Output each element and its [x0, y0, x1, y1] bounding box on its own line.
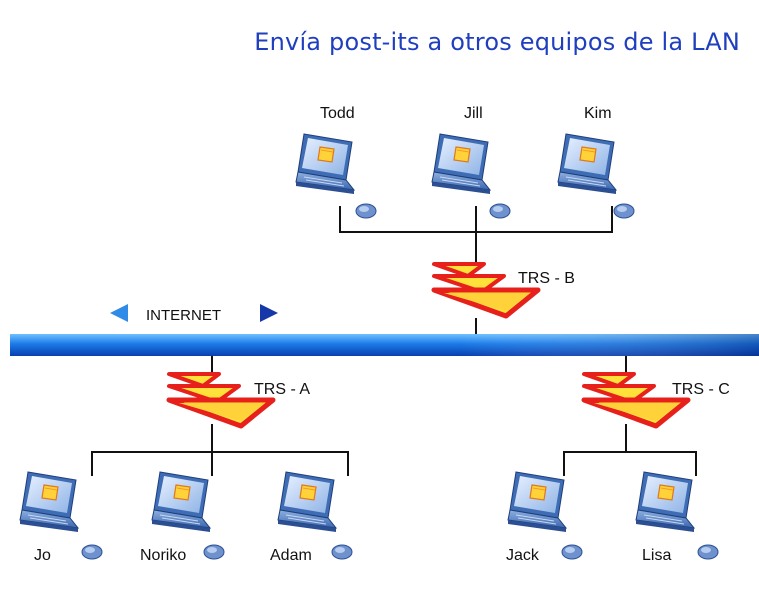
router-c-label: TRS - C [672, 381, 730, 398]
laptop-icon [277, 471, 337, 533]
computer-adam: Adam [270, 471, 353, 564]
laptop-icon [295, 133, 355, 195]
router-a-label: TRS - A [254, 381, 310, 398]
computer-label-jo: Jo [34, 547, 51, 564]
lan-a-bus [91, 451, 349, 476]
mouse-icon [613, 203, 635, 219]
mouse-icon [561, 544, 583, 560]
computer-label-noriko: Noriko [140, 547, 186, 564]
computer-todd: Todd [295, 105, 377, 219]
computer-jill: Jill [431, 105, 511, 219]
computer-jack: Jack [506, 471, 583, 564]
computer-label-jill: Jill [464, 105, 483, 122]
wires [91, 206, 697, 476]
computer-label-todd: Todd [320, 105, 355, 122]
page-title: Envía post-its a otros equipos de la LAN [254, 28, 740, 56]
mouse-icon [489, 203, 511, 219]
laptop-icon [557, 133, 617, 195]
mouse-icon [81, 544, 103, 560]
laptop-icon [19, 471, 79, 533]
internet-label: INTERNET [146, 307, 221, 324]
computer-label-lisa: Lisa [642, 547, 671, 564]
computer-label-jack: Jack [506, 547, 540, 564]
mouse-icon [697, 544, 719, 560]
computer-kim: Kim [557, 105, 635, 219]
laptop-icon [507, 471, 567, 533]
internet-backbone: INTERNET [10, 304, 759, 356]
laptop-icon [151, 471, 211, 533]
computer-lisa: Lisa [635, 471, 719, 564]
mouse-icon [203, 544, 225, 560]
laptop-icon [635, 471, 695, 533]
arrow-right-icon [260, 304, 278, 322]
mouse-icon [331, 544, 353, 560]
laptop-icon [431, 133, 491, 195]
router-b-label: TRS - B [518, 270, 575, 287]
computer-noriko: Noriko [140, 471, 225, 564]
mouse-icon [355, 203, 377, 219]
computer-jo: Jo [19, 471, 103, 564]
computer-label-kim: Kim [584, 105, 612, 122]
arrow-left-icon [110, 304, 128, 322]
computer-label-adam: Adam [270, 547, 312, 564]
lan-c-bus [563, 451, 697, 476]
